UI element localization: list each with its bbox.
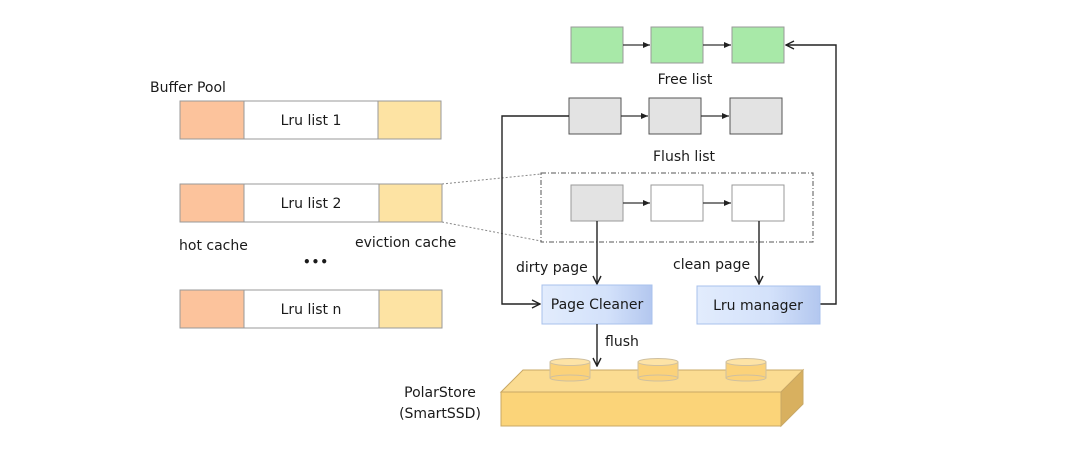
- lru-list-detail: [540, 172, 814, 243]
- disk-icon: [637, 358, 679, 382]
- page-cleaner-box: [541, 284, 653, 325]
- free-list: Free list: [570, 26, 785, 88]
- lru-manager-box: [696, 285, 821, 325]
- lru-list-body: [243, 183, 380, 223]
- flush-list-label: Flush list: [653, 149, 716, 165]
- disk-icon: [549, 358, 591, 382]
- buffer-pool-title: Buffer Pool: [150, 80, 226, 96]
- hot-cache-segment: [179, 289, 245, 329]
- eviction-cache-segment: [378, 289, 443, 329]
- polarstore-label: PolarStore: [404, 385, 476, 401]
- dirty-page-label: dirty page: [516, 260, 588, 276]
- ellipsis: •••: [303, 255, 329, 269]
- ssd-front-face: [500, 391, 782, 427]
- lru-list-n[interactable]: Lru list n: [179, 289, 443, 329]
- eviction-cache-segment: [378, 183, 443, 223]
- flush-list-node[interactable]: [729, 97, 783, 135]
- free-list-node[interactable]: [731, 26, 785, 64]
- lru-list-body: [243, 289, 380, 329]
- lru-list-2[interactable]: Lru list 2: [179, 183, 443, 223]
- hot-cache-segment: [179, 183, 245, 223]
- clean-page-node[interactable]: [650, 184, 704, 222]
- clean-page-label: clean page: [673, 257, 750, 273]
- zoom-guide-bottom: [441, 221, 542, 242]
- free-list-node[interactable]: [650, 26, 704, 64]
- polarstore-ssd[interactable]: [499, 358, 805, 428]
- lru-list-1[interactable]: Lru list 1: [179, 100, 442, 140]
- lru-list-label: Lru list 2: [281, 196, 342, 212]
- smartssd-label: (SmartSSD): [399, 406, 481, 422]
- free-list-label: Free list: [658, 72, 713, 88]
- flush-label: flush: [605, 334, 639, 350]
- page-cleaner-component[interactable]: Page Cleaner: [541, 284, 653, 325]
- hot-cache-label: hot cache: [179, 238, 248, 254]
- flush-list: Flush list: [568, 97, 783, 165]
- flush-list-node[interactable]: [568, 97, 622, 135]
- lru-manager-component[interactable]: Lru manager: [696, 285, 821, 325]
- eviction-cache-segment: [377, 100, 442, 140]
- lru-list-label: Lru list 1: [281, 113, 342, 129]
- eviction-cache-label: eviction cache: [355, 235, 456, 251]
- free-list-node[interactable]: [570, 26, 624, 64]
- lru-manager-to-free-list-arrow: [786, 45, 837, 305]
- dirty-page-node[interactable]: [570, 184, 624, 222]
- lru-list-body: [243, 100, 379, 140]
- flush-list-to-page-cleaner-arrow: [501, 115, 569, 304]
- zoom-guide-top: [441, 173, 542, 185]
- lru-list-label: Lru list n: [281, 302, 342, 318]
- page-cleaner-label: Page Cleaner: [551, 297, 644, 313]
- lru-manager-label: Lru manager: [713, 298, 803, 314]
- disk-icon: [725, 358, 767, 382]
- flush-list-node[interactable]: [648, 97, 702, 135]
- lru-detail-frame: [540, 172, 814, 243]
- hot-cache-segment: [179, 100, 245, 140]
- clean-page-node[interactable]: [731, 184, 785, 222]
